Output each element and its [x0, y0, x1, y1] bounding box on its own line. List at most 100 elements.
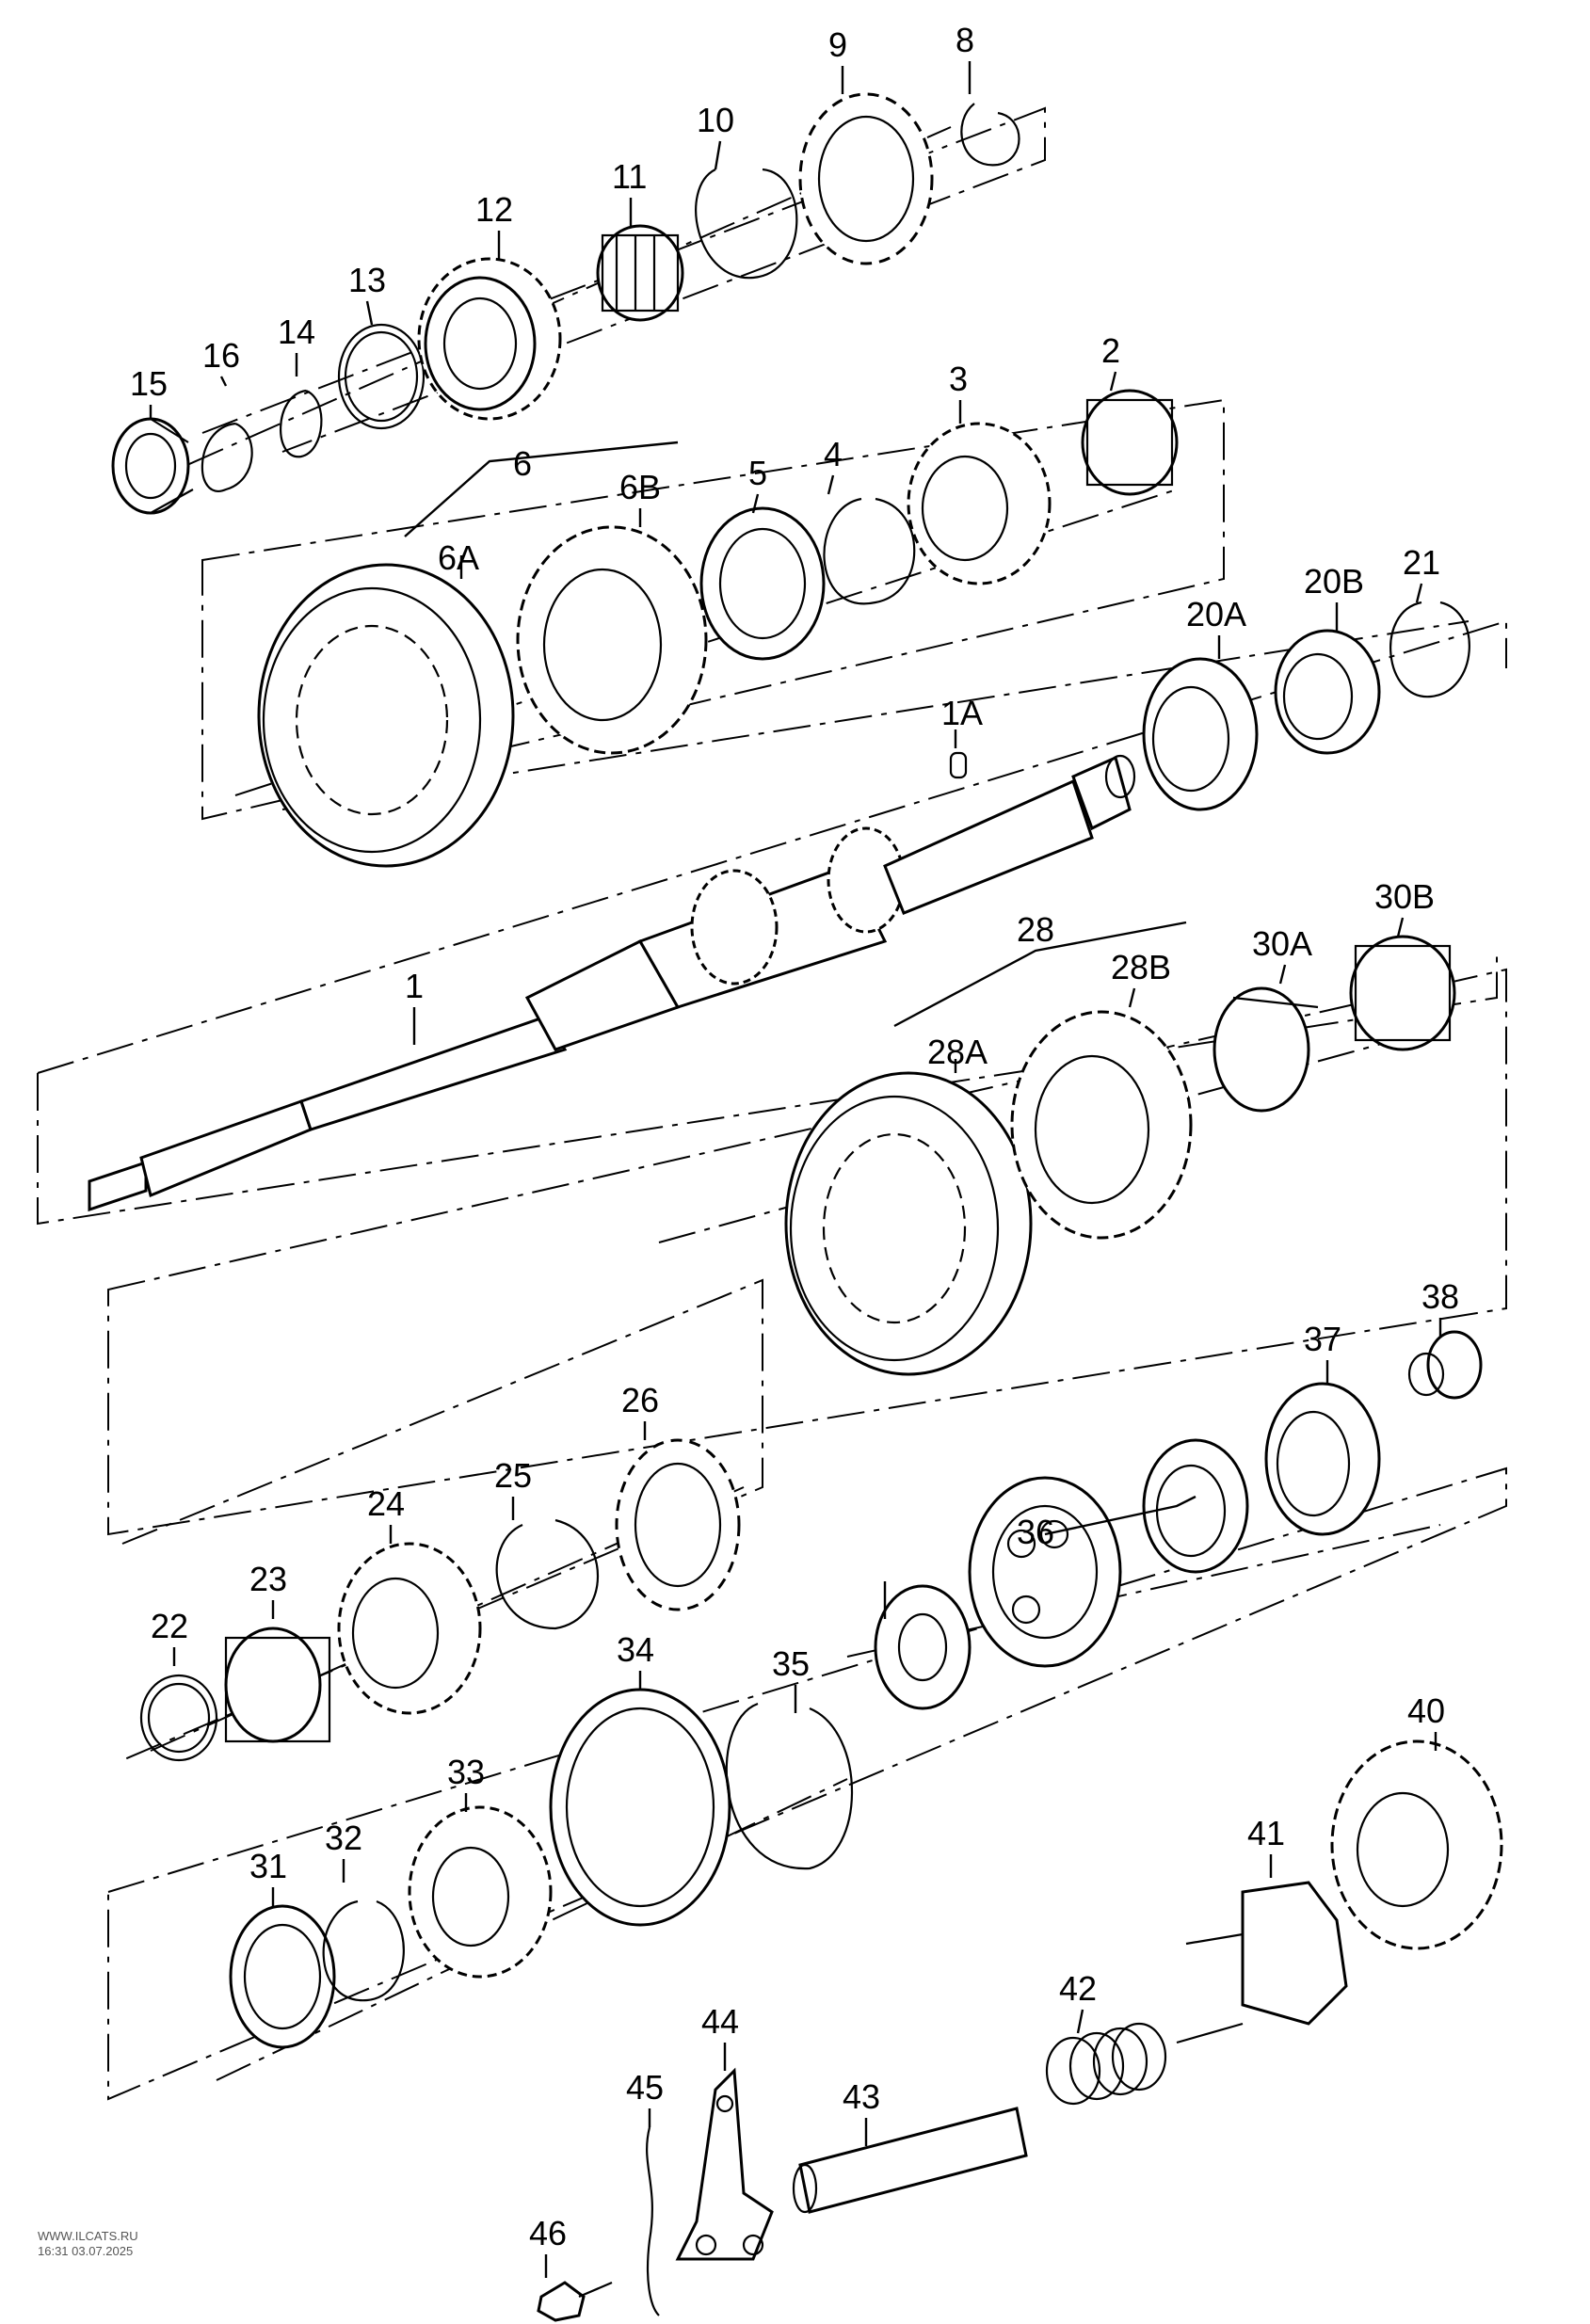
label-23: 23: [249, 1560, 287, 1598]
part-21-circlip: [1389, 601, 1470, 698]
label-33: 33: [447, 1753, 485, 1791]
part-41-selector: [1176, 1881, 1348, 2044]
label-38: 38: [1421, 1277, 1459, 1316]
part-43-shaft: [792, 2107, 1028, 2214]
label-46: 46: [529, 2214, 567, 2252]
part-20b-race: [1274, 629, 1381, 755]
part-31-synchro-ring: [229, 1904, 336, 2049]
label-45: 45: [626, 2068, 664, 2107]
label-41: 41: [1247, 1814, 1285, 1852]
frame-bottom: [107, 1467, 1507, 2101]
part-16-circlip: [201, 422, 253, 492]
label-24: 24: [367, 1484, 405, 1523]
part-4-circlip: [823, 497, 916, 605]
part-25-circlip: [495, 1518, 599, 1630]
label-35: 35: [772, 1644, 810, 1683]
part-labels: 1 1A 2 3 4 5 6 6A 6B 8 9 10 11 12 13 14 …: [130, 21, 1459, 2252]
part-23-needle-bearing: [224, 1627, 331, 1743]
part-30b-needle-bearing: [1349, 935, 1456, 1051]
part-13-ring: [337, 323, 426, 430]
axis-sixth: [846, 1524, 1441, 1658]
label-21: 21: [1403, 543, 1440, 582]
label-14: 14: [278, 313, 315, 351]
label-31: 31: [249, 1847, 287, 1885]
part-20a-bearing: [1142, 657, 1259, 811]
part-44-plate: [675, 2067, 774, 2261]
label-1a: 1A: [941, 694, 983, 732]
frame-second: [201, 398, 1225, 821]
part-15-bearing: [111, 417, 194, 515]
label-10: 10: [697, 101, 734, 139]
part-2-needle-bearing: [1081, 389, 1179, 496]
part-46-bolt: [537, 2281, 613, 2322]
part-22-ring: [139, 1674, 218, 1762]
part-38-nut: [1407, 1330, 1483, 1400]
part-35-thrust-washer: [874, 1584, 972, 1710]
label-5: 5: [748, 454, 767, 492]
part-36-bearing-assembly: [968, 1438, 1249, 1668]
label-28b: 28B: [1111, 948, 1171, 986]
label-30a: 30A: [1252, 924, 1312, 963]
part-28b-hub-gear: [1010, 1010, 1193, 1240]
label-32: 32: [325, 1819, 362, 1857]
label-15: 15: [130, 364, 168, 403]
part-33-gear: [408, 1805, 553, 1979]
label-44: 44: [701, 2002, 739, 2041]
label-42: 42: [1059, 1969, 1097, 2008]
part-24-gear: [337, 1542, 482, 1715]
label-2: 2: [1101, 331, 1120, 370]
part-3-gear: [907, 422, 1052, 585]
label-34: 34: [617, 1630, 654, 1669]
watermark-site: WWW.ILCATS.RU: [38, 2229, 138, 2243]
label-30b: 30B: [1374, 877, 1435, 916]
part-32-circlip: [322, 1899, 405, 2002]
label-1: 1: [405, 967, 424, 1005]
label-28: 28: [1017, 910, 1054, 949]
part-42-spring: [1045, 2022, 1167, 2106]
frame-shaft: [37, 619, 1507, 1074]
part-35-circlip: [725, 1702, 853, 1870]
label-12: 12: [475, 190, 513, 229]
label-36: 36: [1017, 1513, 1054, 1551]
label-28a: 28A: [927, 1033, 988, 1071]
label-43: 43: [843, 2077, 880, 2116]
watermark-timestamp: 16:31 03.07.2025: [38, 2244, 133, 2258]
label-25: 25: [494, 1456, 532, 1495]
label-20b: 20B: [1304, 562, 1364, 601]
frame-shaft-lower: [37, 951, 1498, 1226]
label-9: 9: [828, 25, 847, 64]
part-11-needle-bearing: [596, 224, 684, 322]
label-13: 13: [348, 261, 386, 299]
part-6a-sleeve: [257, 563, 515, 868]
part-28a-sleeve: [784, 1071, 1033, 1376]
part-1a-pin: [949, 751, 968, 779]
label-6a: 6A: [438, 538, 479, 577]
part-6b-hub-gear: [516, 525, 708, 755]
part-26-synchro-ring: [615, 1438, 741, 1611]
label-37: 37: [1304, 1320, 1341, 1358]
part-10-circlip: [695, 168, 798, 280]
label-26: 26: [621, 1381, 659, 1419]
label-8: 8: [956, 21, 974, 59]
label-20a: 20A: [1186, 595, 1246, 633]
part-37-bearing: [1264, 1382, 1381, 1536]
part-9-synchro-ring: [798, 92, 934, 265]
leader-lines: [149, 61, 1442, 2278]
part-14-circlip: [280, 389, 323, 458]
part-8-circlip: [960, 103, 1020, 167]
label-11: 11: [612, 157, 647, 196]
label-3: 3: [949, 360, 968, 398]
part-1-mainshaft: [88, 754, 1136, 1212]
part-45-spring-clip: [646, 2126, 660, 2316]
label-4: 4: [824, 435, 843, 473]
label-22: 22: [151, 1607, 188, 1645]
part-30a-bush: [1213, 986, 1319, 1113]
label-6: 6: [513, 444, 532, 483]
part-5-synchro-ring: [699, 506, 826, 661]
part-40-gear: [1330, 1739, 1503, 1950]
label-6b: 6B: [619, 468, 661, 506]
part-34-seal-ring: [549, 1688, 731, 1927]
label-16: 16: [202, 336, 240, 375]
part-12-gear: [417, 257, 562, 421]
